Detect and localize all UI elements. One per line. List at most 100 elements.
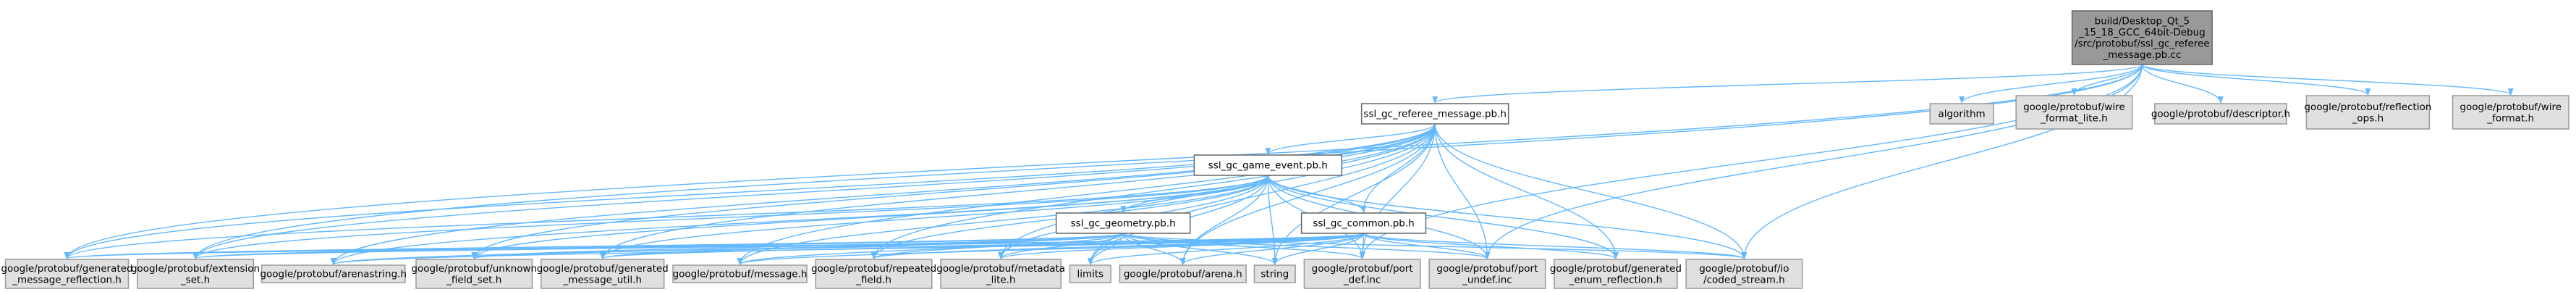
edge-root-to-port-undef [1484,64,2143,259]
edge-geometry-h-to-metadata-lite [998,233,1124,259]
node-label: google/protobuf/unknown [411,263,537,275]
edge-game-event-h-to-unknown-field-set [471,175,1269,259]
node-box [2452,95,2569,130]
edge-common-h-to-port-undef [1363,233,1491,259]
edge-game-event-h-to-common-h [1267,175,1367,213]
edge-referee-h-to-arenastring [330,123,1436,265]
edge-root-to-wire-format [2141,64,2514,96]
node-label: google/protobuf/arenastring.h [260,269,407,280]
node-label: _def.inc [1343,274,1381,285]
edge-geometry-h-to-coded-stream [1122,233,1747,259]
node-label: _lite.h [986,274,1016,285]
node-label: /coded_stream.h [1703,274,1785,285]
node-label: _undef.inc [1462,274,1512,285]
node-label: google/protobuf/port [1312,263,1413,275]
node-box [2015,95,2133,130]
node-label: ssl_gc_geometry.pb.h [1071,218,1176,230]
node-port-undef: google/protobuf/port_undef.inc [1428,259,1546,289]
edge-referee-h-to-port-def [1359,123,1436,259]
node-box [1119,264,1247,283]
node-coded-stream: google/protobuf/io/coded_stream.h [1685,259,1803,289]
node-wire-format-lite: google/protobuf/wire_format_lite.h [2015,95,2133,130]
edge-game-event-h-to-string [1267,175,1278,265]
node-label: ssl_gc_common.pb.h [1313,218,1414,230]
node-label: algorithm [1939,109,1986,120]
edge-referee-h-to-game-event-h [1265,123,1436,155]
edge-referee-h-to-port-undef [1434,123,1491,259]
edge-game-event-h-to-gen-msg-util [599,175,1269,259]
node-gen-msg-util: google/protobuf/generated_message_util.h [537,259,669,289]
node-root[interactable]: build/Desktop_Qt_5_15_18_GCC_64bit-Debug… [2071,10,2213,65]
node-label: google/protobuf/wire [2460,101,2562,113]
edge-geometry-h-to-extension-set [192,233,1124,259]
node-game-event-h[interactable]: ssl_gc_game_event.pb.h [1193,154,1343,176]
edge-common-h-to-limits [1088,233,1365,265]
node-label: google/protobuf/generated [1550,263,1682,275]
node-label: _message.pb.cc [2102,49,2181,61]
node-common-h[interactable]: ssl_gc_common.pb.h [1300,212,1427,234]
node-unknown-field-set: google/protobuf/unknown_field_set.h [411,259,537,289]
node-box [1253,264,1296,283]
node-box [940,259,1062,289]
node-box [2071,10,2213,65]
node-label: google/protobuf/port [1436,263,1538,275]
node-metadata-lite: google/protobuf/metadata_lite.h [936,259,1065,289]
node-label: google/protobuf/extension [131,263,260,275]
node-extension-set: google/protobuf/extension_set.h [131,259,260,289]
node-label: _15_18_GCC_64bit-Debug [2078,27,2206,38]
edge-common-h-to-coded-stream [1363,233,1747,259]
node-label: _field.h [855,274,891,285]
node-geometry-h[interactable]: ssl_gc_geometry.pb.h [1055,212,1191,234]
node-box [1685,259,1803,289]
edge-game-event-h-to-coded-stream [1267,175,1747,259]
edge-geometry-h-to-string [1122,233,1278,265]
node-message: google/protobuf/message.h [672,264,808,283]
edge-common-h-to-gen-msg-util [600,233,1365,259]
edges-layer [64,64,2514,265]
node-gen-msg-reflection: google/protobuf/generated_message_reflec… [1,259,133,289]
node-label: google/protobuf/reflection [2304,101,2431,113]
node-box [1554,259,1678,289]
edge-referee-h-to-message [737,123,1436,265]
node-label: ssl_gc_referee_message.pb.h [1363,109,1507,120]
node-arena: google/protobuf/arena.h [1119,264,1247,283]
edge-geometry-h-to-arena [1122,233,1186,265]
node-box [2305,95,2431,130]
node-label: google/protobuf/descriptor.h [2151,109,2290,120]
node-label: /src/protobuf/ssl_gc_referee [2075,38,2210,49]
node-label: ssl_gc_game_event.pb.h [1208,160,1328,172]
edge-root-to-algorithm [1959,64,2143,104]
node-box [4,259,130,289]
node-label: _format.h [2486,112,2534,124]
edge-common-h-to-repeated-field [871,233,1365,259]
node-label: string [1261,269,1289,280]
node-referee-h[interactable]: ssl_gc_referee_message.pb.h [1360,103,1509,125]
node-box [2154,103,2287,125]
node-gen-enum-reflection: google/protobuf/generated_enum_reflectio… [1550,259,1682,289]
node-box [260,264,406,283]
node-box [672,264,808,283]
node-label: _format_lite.h [2040,112,2108,124]
node-label: _field_set.h [446,274,501,285]
node-descriptor: google/protobuf/descriptor.h [2151,103,2290,125]
node-box [1929,103,1994,125]
node-label: google/protobuf/generated [537,263,669,275]
edge-game-event-h-to-gen-enum-reflection [1267,175,1619,259]
edge-root-to-reflection-ops [2141,64,2371,96]
edge-referee-h-to-limits [1087,123,1436,265]
edge-common-h-to-port-def [1359,233,1365,259]
node-box [815,259,933,289]
node-label: build/Desktop_Qt_5 [2095,15,2190,27]
edge-common-h-to-arena [1179,233,1365,265]
edge-root-to-descriptor [2141,64,2224,104]
edge-game-event-h-to-gen-msg-reflection [64,175,1269,259]
node-string: string [1253,264,1296,283]
node-label: _message_util.h [563,274,642,285]
edge-game-event-h-to-extension-set [192,175,1269,259]
node-label: _set.h [180,274,210,285]
node-label: _ops.h [2352,112,2384,124]
node-algorithm: algorithm [1929,103,1994,125]
node-box [1193,154,1343,176]
node-reflection-ops: google/protobuf/reflection_ops.h [2304,95,2431,130]
node-limits: limits [1069,264,1111,283]
